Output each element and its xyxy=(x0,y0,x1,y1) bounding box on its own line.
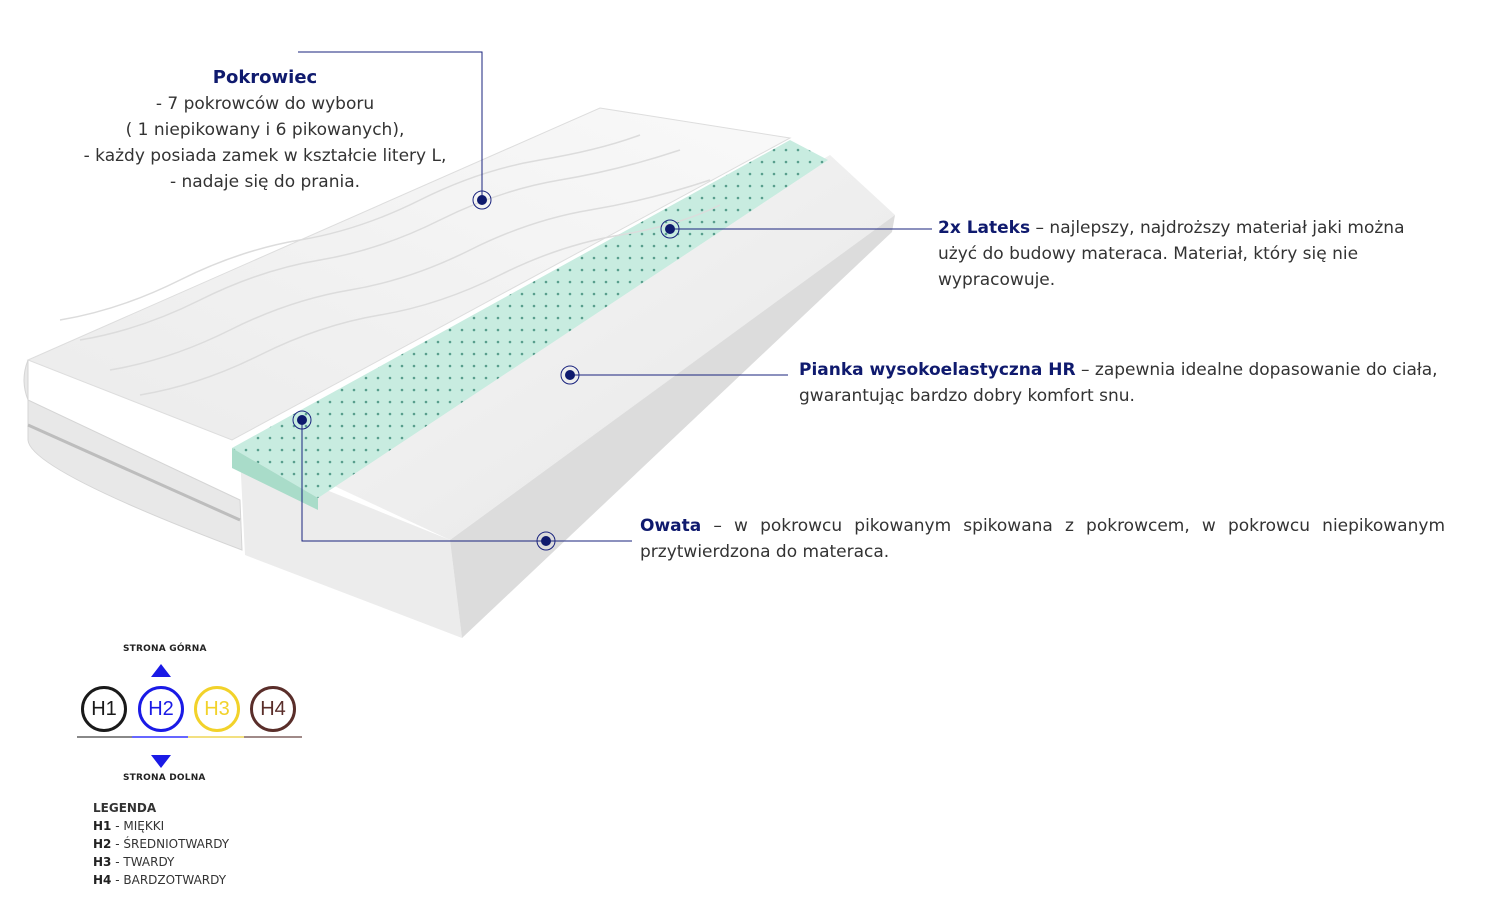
wadding-text: – w pokrowcu pikowanym spikowana z pokro… xyxy=(640,516,1445,562)
target-marker-icon xyxy=(660,219,680,239)
target-marker-icon xyxy=(560,365,580,385)
hr-foam-front xyxy=(240,455,462,638)
legend-item: H3 - TWARDY xyxy=(93,855,175,869)
hardness-h4: H4 xyxy=(250,686,296,732)
hr-foam-title: Pianka wysokoelastyczna HR xyxy=(799,360,1076,380)
hardness-h2: H2 xyxy=(138,686,184,732)
hardness-h1: H1 xyxy=(81,686,127,732)
hr-foam-callout: Pianka wysokoelastyczna HR – zapewnia id… xyxy=(799,357,1449,409)
hardness-h3: H3 xyxy=(194,686,240,732)
arrow-down-icon xyxy=(151,755,171,768)
target-marker-icon xyxy=(536,531,556,551)
legend: LEGENDA H1 - MIĘKKI H2 - ŚREDNIOTWARDY H… xyxy=(93,799,229,889)
cover-line: - nadaje się do prania. xyxy=(169,172,361,192)
wadding-title: Owata xyxy=(640,516,702,536)
cover-line: ( 1 niepikowany i 6 pikowanych), xyxy=(125,120,405,140)
hr-foam-text: – zapewnia idealne dopasowanie do ciała,… xyxy=(799,360,1438,406)
arrow-up-icon xyxy=(151,664,171,677)
cover-top xyxy=(26,107,792,441)
latex-text: – najlepszy, najdroższy materiał jaki mo… xyxy=(938,218,1405,290)
cover-title: Pokrowiec xyxy=(212,67,318,88)
legend-item: H2 - ŚREDNIOTWARDY xyxy=(93,837,230,851)
legend-item: H4 - BARDZOTWARDY xyxy=(93,873,227,887)
bottom-side-label: STRONA DOLNA xyxy=(123,773,206,783)
top-side-label: STRONA GÓRNA xyxy=(123,644,207,654)
cover-callout: Pokrowiec - 7 pokrowców do wyboru ( 1 ni… xyxy=(60,65,470,195)
latex-title: 2x Lateks xyxy=(938,218,1031,238)
cover-line: - 7 pokrowców do wyboru xyxy=(155,94,375,114)
legend-title: LEGENDA xyxy=(93,801,157,815)
target-marker-icon xyxy=(472,190,492,210)
legend-item: H1 - MIĘKKI xyxy=(93,819,165,833)
wadding-callout: Owata – w pokrowcu pikowanym spikowana z… xyxy=(640,513,1445,565)
marker-icons xyxy=(292,190,680,551)
cover-line: - każdy posiada zamek w kształcie litery… xyxy=(83,146,447,166)
hr-foam-top xyxy=(300,155,895,540)
hr-foam-side xyxy=(450,215,895,638)
latex-callout: 2x Lateks – najlepszy, najdroższy materi… xyxy=(938,215,1448,293)
target-marker-icon xyxy=(292,410,312,430)
